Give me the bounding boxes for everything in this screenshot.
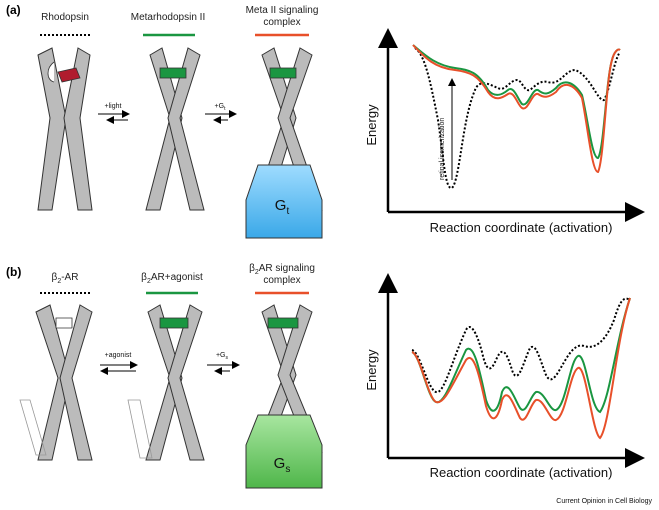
b2ar-complex-label-2: complex (263, 275, 300, 286)
energy-plot-a: Energy Reaction coordinate (activation) … (364, 28, 645, 235)
b2ar-complex-receptor: Gs (245, 304, 323, 489)
reaction-axis-label-a: Reaction coordinate (activation) (430, 220, 613, 235)
reaction-axis-label-b: Reaction coordinate (activation) (430, 465, 613, 480)
gt-protein (245, 164, 323, 239)
retinal-active-icon (159, 67, 187, 79)
energy-axis-label-a: Energy (364, 104, 379, 146)
b2ar-complex-curve (411, 297, 631, 440)
agonist-arrow-label: +agonist (105, 352, 132, 359)
b2ar-curve (411, 297, 631, 393)
journal-credit: Current Opinion in Cell Biology (556, 498, 652, 505)
meta-ii-complex-label-1: Meta II signaling (246, 5, 319, 16)
retinal-isomerization-label: retinal isomerization (439, 118, 446, 180)
gt-arrow-label: +Gt (215, 103, 227, 112)
b2ar-agonist-label: β2AR+agonist (141, 272, 203, 285)
panel-b-label: (b) (6, 265, 21, 279)
gs-arrow-label: +Gs (216, 352, 229, 361)
meta-ii-complex-receptor: Gt (245, 47, 323, 239)
metarhodopsin-receptor (145, 47, 205, 211)
meta-ii-complex-label-2: complex (263, 17, 300, 28)
rhodopsin-receptor (37, 47, 93, 211)
panel-a-label: (a) (6, 3, 21, 17)
retinal-icon (57, 67, 81, 83)
gt-label: Gt (275, 197, 290, 217)
gs-label: Gs (274, 455, 291, 475)
gs-protein (245, 414, 323, 489)
meta-ii-complex-curve (412, 44, 621, 174)
rhodopsin-label: Rhodopsin (41, 12, 89, 23)
b2ar-agonist-receptor (127, 304, 205, 461)
rhodopsin-curve (414, 47, 621, 189)
energy-plot-b: Energy Reaction coordinate (activation) (364, 273, 645, 480)
energy-axis-label-b: Energy (364, 349, 379, 391)
b2ar-label: β2-AR (52, 272, 79, 285)
b2ar-receptor (19, 304, 93, 461)
b2ar-agonist-curve (411, 297, 631, 414)
metarhodopsin-label: Metarhodopsin II (131, 12, 206, 23)
b2ar-complex-label-1: β2AR signaling (249, 263, 315, 276)
light-arrow-label: +light (105, 103, 122, 110)
